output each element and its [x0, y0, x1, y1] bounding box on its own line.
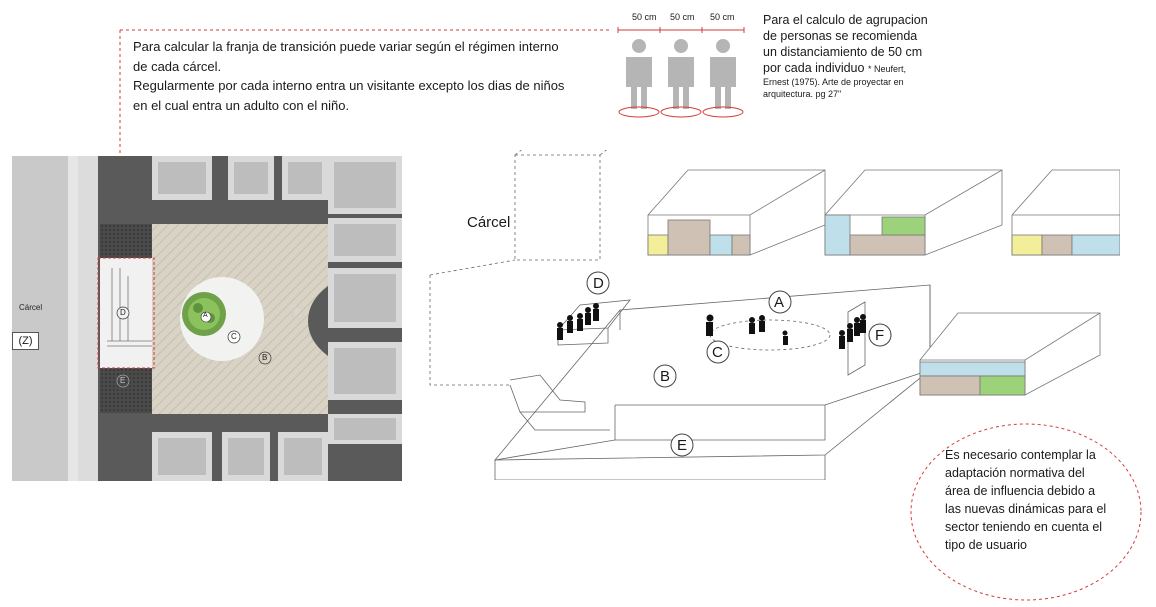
neufert-note: Para el calculo de agrupacion de persona… [763, 12, 943, 100]
note-line: Regularmente por cada interno entra un v… [133, 78, 565, 93]
people-group-icon [557, 303, 599, 340]
neufert-line: de personas se recomienda [763, 29, 918, 43]
axon-marker-a [768, 290, 792, 314]
axon-carcel-label: Cárcel [467, 214, 511, 231]
axon-marker-c-label: C [712, 344, 723, 361]
axon-marker-b-label: B [660, 368, 671, 385]
note-line: en el cual entra un adulto con el niño. [133, 97, 350, 113]
neufert-line: por cada individuo [763, 61, 865, 75]
axon-marker-d [586, 271, 610, 295]
spacing-label: 50 cm [710, 12, 735, 22]
note-line: Para calcular la franja de transición pu… [133, 39, 559, 54]
callout-line: las nuevas dinámicas para el [945, 502, 1107, 516]
plan-marker-d-label: D [120, 308, 126, 317]
spacing-label: 50 cm [670, 12, 695, 22]
zone-z-tag: (Z) [12, 332, 39, 350]
axon-marker-c [706, 340, 730, 364]
callout-line: Es necesario contemplar la [945, 448, 1096, 462]
plan-marker-c-label: C [231, 332, 237, 341]
person-icon [710, 39, 736, 109]
site-plan [12, 156, 402, 481]
plan-marker-b-label: B [262, 353, 268, 362]
callout-bubble [910, 423, 1142, 601]
axon-marker-f [868, 323, 892, 347]
callout-line: tipo de usuario [945, 538, 1028, 552]
plan-marker-e-label: E [120, 376, 126, 385]
neufert-line: un distanciamiento de 50 cm [763, 45, 923, 59]
note-line: de cada cárcel. [133, 58, 222, 74]
plan-marker-e [116, 374, 130, 388]
plan-marker-d [116, 306, 130, 320]
neufert-line: Para el calculo de agrupacion [763, 13, 928, 27]
callout-text: Es necesario contemplar la adaptación no… [945, 446, 1115, 554]
plan-marker-b [258, 351, 272, 365]
axon-marker-b [653, 364, 677, 388]
axonometric-view [429, 150, 1120, 480]
transition-note: Para calcular la franja de transición pu… [133, 37, 573, 115]
callout-line: área de influencia debido a [945, 484, 1096, 498]
axon-marker-f-label: F [875, 327, 885, 344]
people-spacing-figure [617, 27, 745, 118]
plan-marker-a [200, 311, 212, 323]
people-group-icon [706, 314, 788, 345]
plan-marker-f [291, 306, 305, 320]
plan-marker-f-label: F [295, 308, 300, 317]
people-group-icon [839, 314, 866, 349]
plan-marker-a-label: A [203, 312, 208, 319]
person-icon [668, 39, 694, 109]
person-icon [626, 39, 652, 109]
plan-carcel-label: Cárcel [19, 303, 43, 312]
axon-marker-d-label: D [593, 275, 604, 292]
citation: arquitectura. pg 27" [763, 89, 842, 99]
plan-marker-c [227, 330, 241, 344]
citation: Ernest (1975). Arte de proyectar en [763, 77, 904, 87]
axon-marker-e [670, 433, 694, 457]
callout-line: adaptación normativa del [945, 466, 1085, 480]
callout-line: sector teniendo en cuenta el [945, 520, 1103, 534]
spacing-label: 50 cm [632, 12, 657, 22]
axon-marker-a-label: A [774, 294, 785, 311]
citation: * Neufert, [867, 64, 906, 74]
axon-marker-e-label: E [677, 437, 688, 454]
